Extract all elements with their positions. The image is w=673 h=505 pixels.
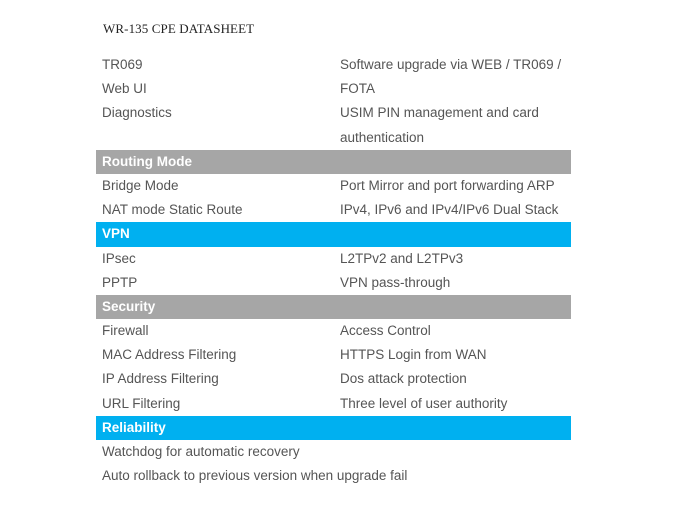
- feature-diagnostics: Diagnostics: [102, 105, 172, 121]
- feature-https-login: HTTPS Login from WAN: [340, 347, 487, 363]
- feature-usim-pin: USIM PIN management and card: [340, 105, 539, 121]
- table-row: Web UI FOTA: [96, 77, 571, 101]
- table-row: Auto rollback to previous version when u…: [96, 464, 571, 488]
- table-row: Watchdog for automatic recovery: [96, 440, 571, 464]
- section-header-security: Security: [96, 294, 571, 320]
- feature-software-upgrade: Software upgrade via WEB / TR069 /: [340, 57, 562, 72]
- feature-firewall: Firewall: [102, 323, 149, 339]
- table-row: NAT mode Static Route IPv4, IPv6 and IPv…: [96, 198, 571, 222]
- feature-fota: FOTA: [340, 81, 375, 97]
- feature-auto-rollback: Auto rollback to previous version when u…: [102, 468, 408, 484]
- section-header-reliability: Reliability: [96, 415, 571, 440]
- feature-authentication: authentication: [340, 129, 425, 145]
- datasheet-title: WR-135 CPE DATASHEET: [103, 21, 255, 36]
- table-row: Diagnostics USIM PIN management and card: [96, 101, 571, 125]
- feature-l2tp: L2TPv2 and L2TPv3: [340, 250, 464, 266]
- table-row: IPsec L2TPv2 and L2TPv3: [96, 247, 571, 271]
- feature-user-authority: Three level of user authority: [340, 395, 508, 411]
- feature-access-control: Access Control: [340, 323, 431, 339]
- feature-watchdog: Watchdog for automatic recovery: [102, 444, 300, 459]
- section-header-vpn: VPN: [96, 222, 571, 247]
- table-row: Bridge Mode Port Mirror and port forward…: [96, 174, 571, 198]
- section-header-routing-mode: Routing Mode: [96, 149, 571, 174]
- feature-bridge-mode: Bridge Mode: [102, 177, 179, 193]
- table-row: TR069 Software upgrade via WEB / TR069 /: [96, 53, 571, 77]
- feature-mac-filtering: MAC Address Filtering: [102, 347, 237, 363]
- feature-vpn-passthrough: VPN pass-through: [340, 274, 451, 290]
- feature-dual-stack: IPv4, IPv6 and IPv4/IPv6 Dual Stack: [340, 202, 559, 218]
- table-row: Firewall Access Control: [96, 319, 571, 343]
- table-row: URL Filtering Three level of user author…: [96, 392, 571, 416]
- feature-url-filtering: URL Filtering: [102, 395, 181, 411]
- feature-nat-mode: NAT mode Static Route: [102, 202, 243, 218]
- feature-ipsec: IPsec: [102, 250, 136, 266]
- feature-web-ui: Web UI: [102, 81, 147, 97]
- feature-tr069: TR069: [102, 57, 143, 72]
- table-row: authentication: [96, 126, 571, 150]
- feature-dos-protection: Dos attack protection: [340, 371, 467, 387]
- table-row: IP Address Filtering Dos attack protecti…: [96, 367, 571, 391]
- feature-pptp: PPTP: [102, 274, 138, 290]
- datasheet-table: TR069 Software upgrade via WEB / TR069 /…: [96, 53, 571, 488]
- feature-ip-filtering: IP Address Filtering: [102, 371, 219, 387]
- table-row: PPTP VPN pass-through: [96, 271, 571, 295]
- feature-port-mirror: Port Mirror and port forwarding ARP: [340, 177, 555, 193]
- table-row: MAC Address Filtering HTTPS Login from W…: [96, 343, 571, 367]
